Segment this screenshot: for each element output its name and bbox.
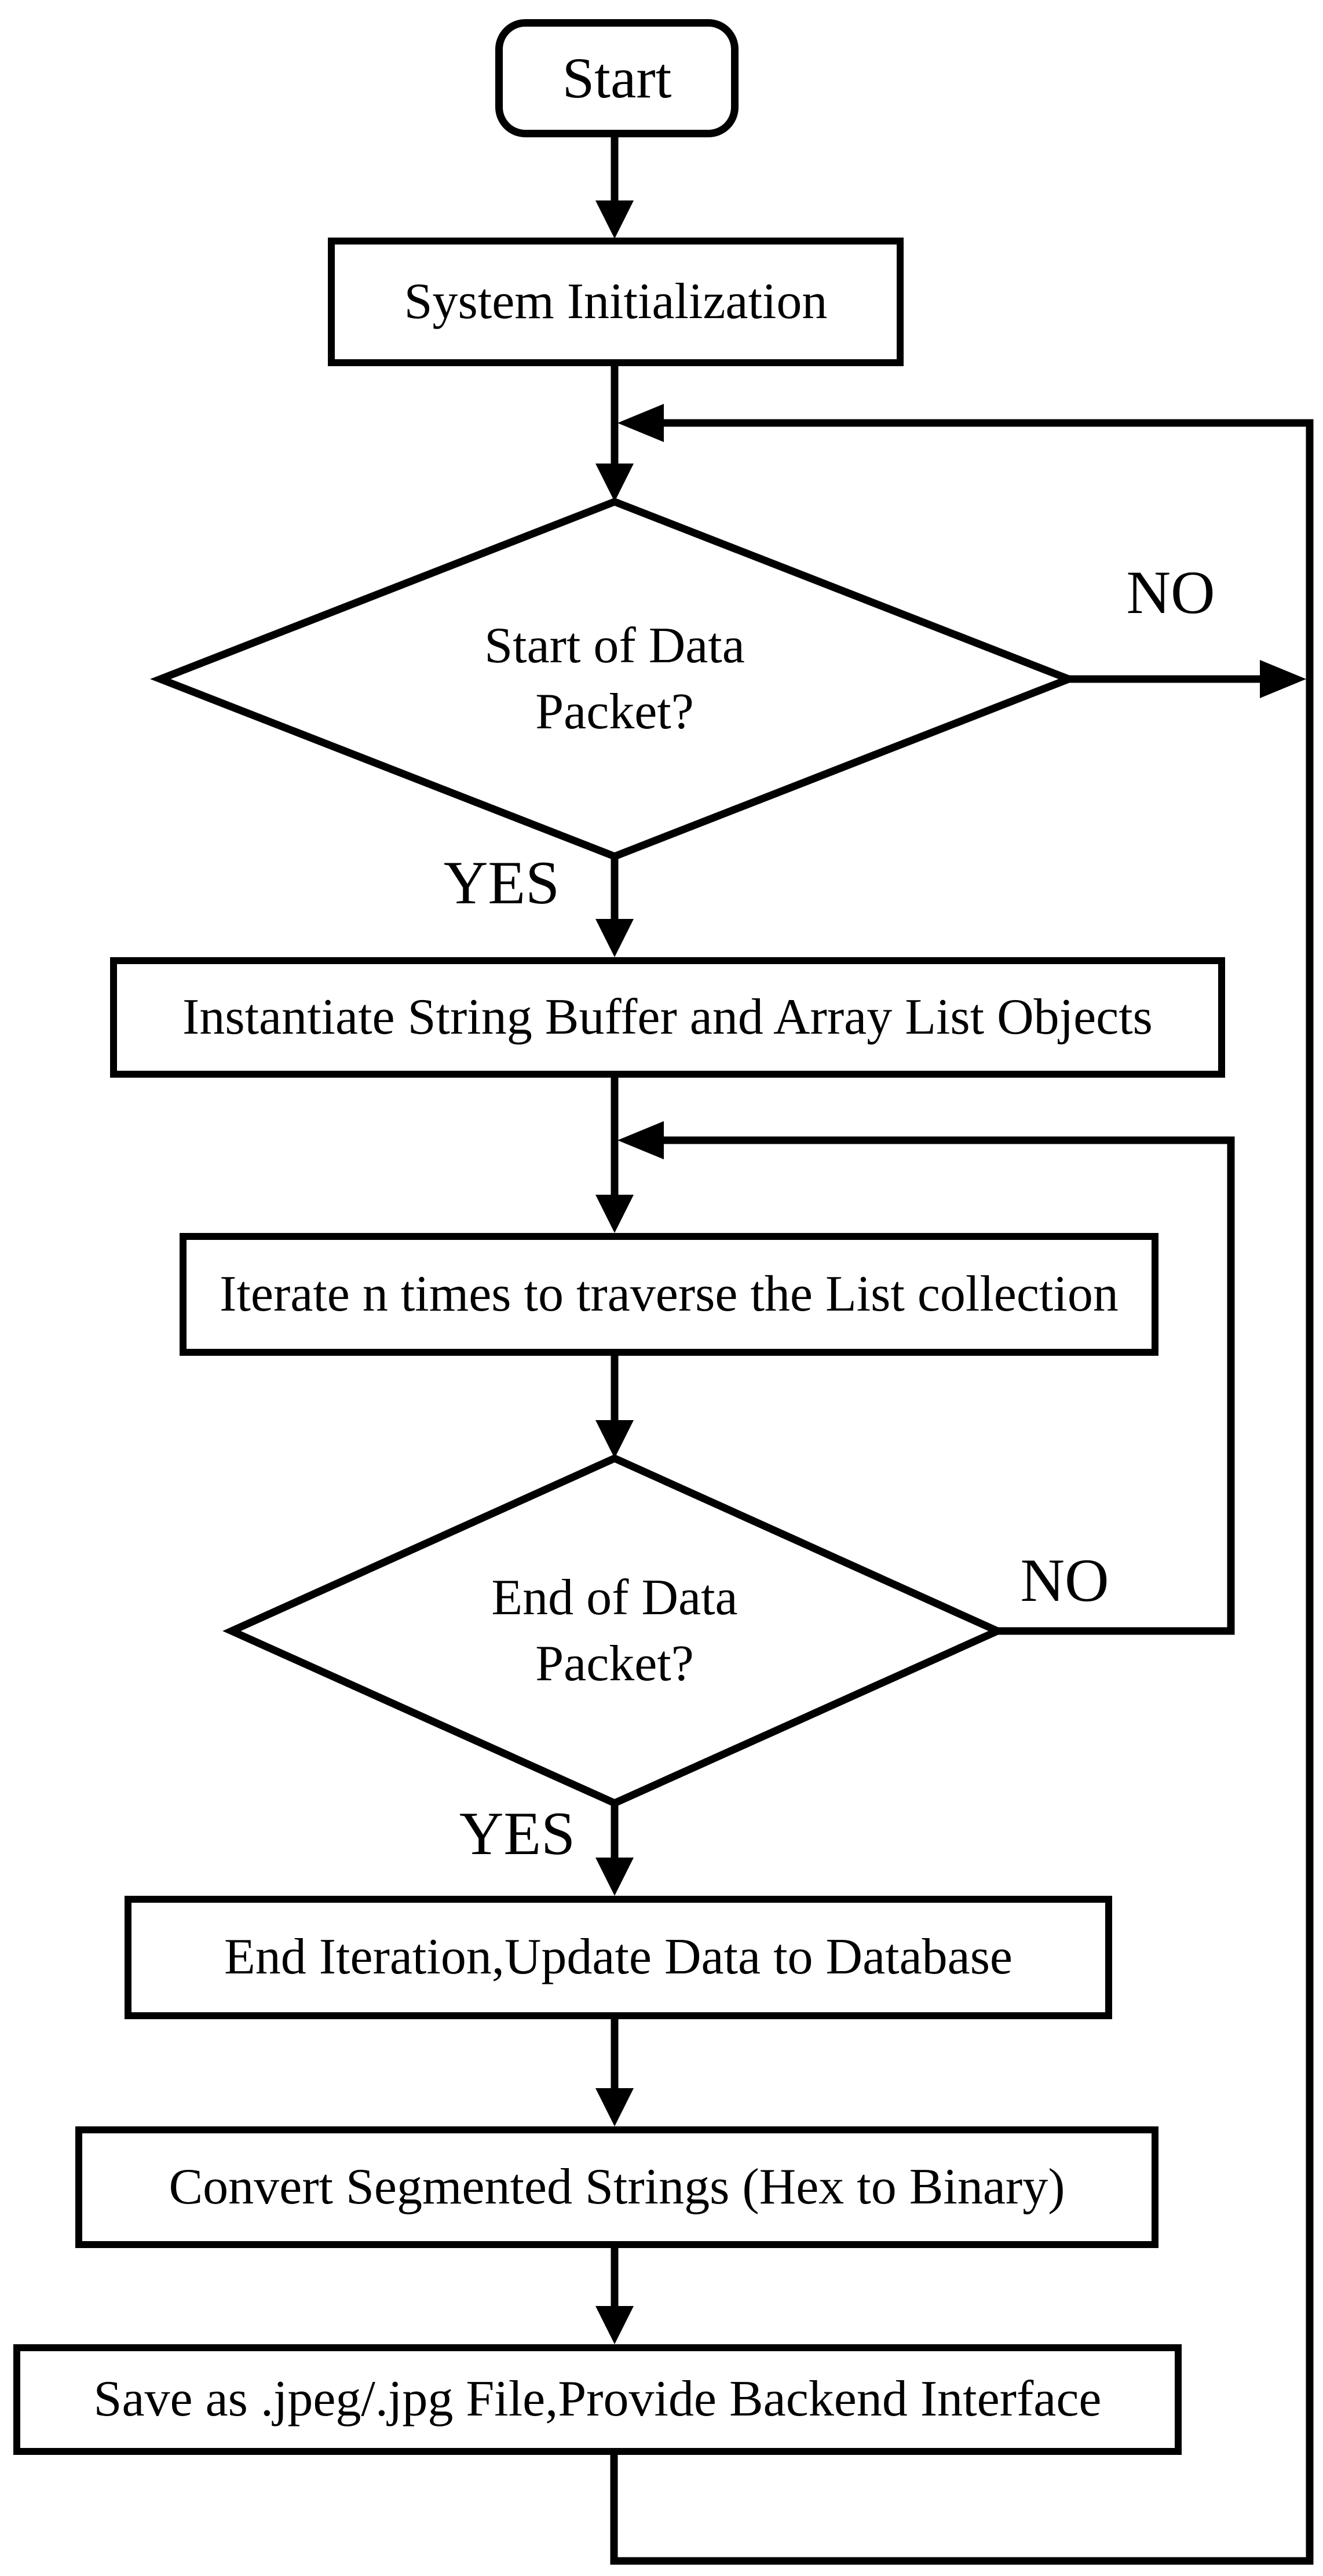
decision1-shape — [150, 498, 1079, 860]
arrowhead-into-instantiate — [595, 919, 634, 957]
label-decision1-yes: YES — [443, 849, 560, 917]
outer-loop-line — [610, 419, 1314, 2565]
label-decision1-no: NO — [1126, 559, 1215, 626]
node-instantiate-objects: Instantiate String Buffer and Array List… — [110, 957, 1225, 1078]
node-save-file-label: Save as .jpeg/.jpg File,Provide Backend … — [93, 2371, 1102, 2428]
arrowhead-into-decision2 — [595, 1420, 634, 1458]
arrowhead-into-decision1 — [595, 464, 634, 502]
label-decision2-yes: YES — [459, 1800, 576, 1867]
arrowhead-into-save — [595, 2306, 634, 2344]
node-system-initialization: System Initialization — [328, 238, 904, 366]
arrowhead-into-enditeration — [595, 1858, 634, 1896]
node-end-iteration: End Iteration,Update Data to Database — [125, 1896, 1112, 2019]
node-end-iteration-label: End Iteration,Update Data to Database — [224, 1929, 1013, 1986]
decision2-shape — [222, 1454, 1007, 1808]
node-save-file: Save as .jpeg/.jpg File,Provide Backend … — [13, 2344, 1182, 2455]
arrowhead-into-iterate — [595, 1195, 634, 1233]
inner-loop-line — [637, 1136, 1235, 1635]
node-start-label: Start — [562, 46, 672, 110]
arrowhead-into-system-init — [595, 200, 634, 239]
label-decision2-no: NO — [1020, 1546, 1109, 1614]
node-start: Start — [495, 19, 739, 137]
node-iterate-list-label: Iterate n times to traverse the List col… — [220, 1265, 1119, 1322]
arrowhead-outer-loop-reentry — [617, 404, 664, 442]
arrowhead-decision1-no — [1260, 660, 1306, 698]
node-convert-strings: Convert Segmented Strings (Hex to Binary… — [75, 2126, 1158, 2248]
node-iterate-list: Iterate n times to traverse the List col… — [180, 1233, 1158, 1356]
node-instantiate-objects-label: Instantiate String Buffer and Array List… — [182, 988, 1153, 1045]
arrowhead-into-convert — [595, 2088, 634, 2126]
node-convert-strings-label: Convert Segmented Strings (Hex to Binary… — [169, 2158, 1065, 2215]
node-system-initialization-label: System Initialization — [404, 273, 828, 330]
arrowhead-inner-loop-reentry — [617, 1121, 664, 1159]
